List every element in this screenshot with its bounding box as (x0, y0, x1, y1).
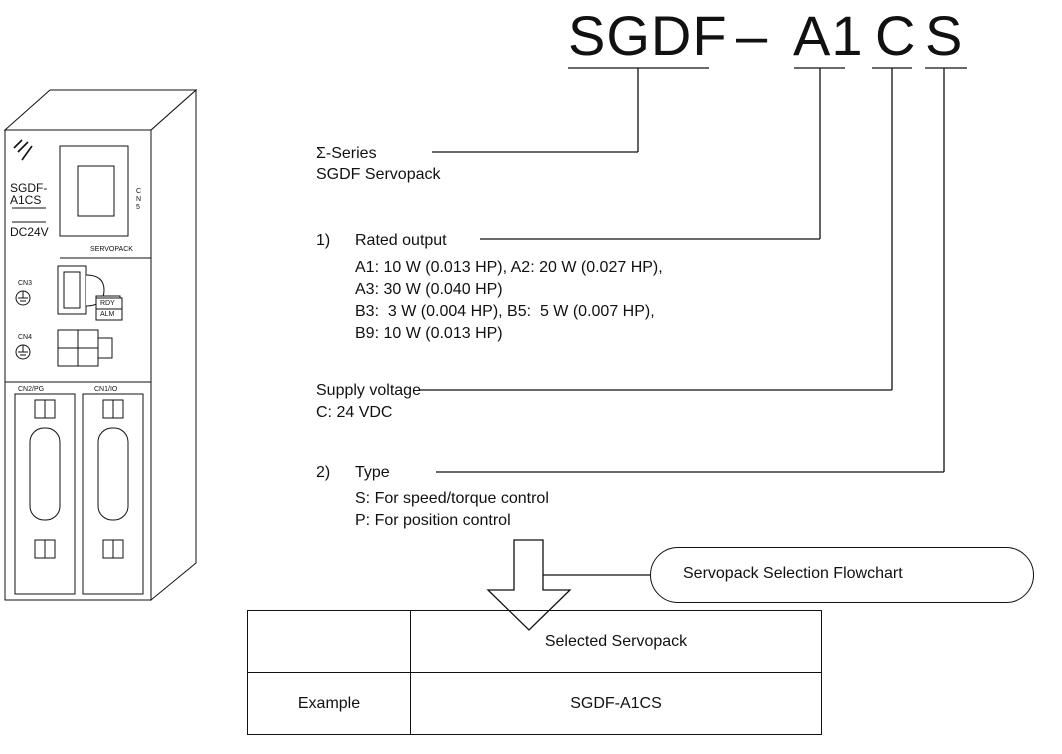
type-number: 2) (316, 464, 331, 481)
rated-output-line-2: A3: 30 W (0.040 HP) (355, 281, 503, 298)
rated-output-line-3: B3: 3 W (0.004 HP), B5: 5 W (0.007 HP), (355, 303, 655, 320)
device-brand-label: SERVOPACK (90, 246, 133, 253)
flowchart-callout: Servopack Selection Flowchart (650, 547, 1034, 603)
supply-voltage-value: C: 24 VDC (316, 404, 393, 421)
model-output-code: A1 (793, 4, 864, 67)
table-row: Selected Servopack (247, 610, 822, 673)
device-cn2-label: CN2/PG (18, 386, 45, 393)
model-prefix: SGDF (568, 4, 728, 67)
table-header-cell: Selected Servopack (410, 610, 822, 673)
device-cn5-label: C N 5 (136, 188, 142, 211)
device-model-line1: SGDF- (10, 181, 48, 195)
type-line-1: S: For speed/torque control (355, 490, 549, 507)
type-heading: Type (355, 464, 390, 481)
device-voltage-label: DC24V (10, 225, 49, 239)
supply-voltage-heading: Supply voltage (316, 382, 421, 399)
model-voltage-code: C (875, 4, 917, 67)
device-model-line2: A1CS (10, 193, 42, 207)
flowchart-callout-label: Servopack Selection Flowchart (683, 565, 903, 582)
device-cn4-label: CN4 (18, 334, 33, 341)
table-row: Example SGDF-A1CS (247, 672, 822, 735)
type-line-2: P: For position control (355, 512, 511, 529)
selection-table: Selected Servopack Example SGDF-A1CS (247, 610, 822, 735)
table-row-value: SGDF-A1CS (410, 672, 822, 735)
device-rdy-label: RDY (100, 300, 115, 307)
device-cn3-label: CN3 (18, 280, 33, 287)
device-cn1-label: CN1/IO (94, 386, 118, 393)
servopack-device-illustration (3, 88, 198, 602)
rated-output-number: 1) (316, 232, 331, 249)
model-type-code: S (925, 4, 964, 67)
device-alm-label: ALM (100, 311, 115, 318)
series-line1: Σ-Series (316, 145, 377, 162)
series-line2: SGDF Servopack (316, 166, 441, 183)
rated-output-heading: Rated output (355, 232, 447, 249)
model-dash: – (736, 4, 769, 67)
rated-output-line-1: A1: 10 W (0.013 HP), A2: 20 W (0.027 HP)… (355, 259, 663, 276)
table-row-label: Example (247, 672, 411, 735)
table-corner-cell (247, 610, 411, 673)
rated-output-line-4: B9: 10 W (0.013 HP) (355, 325, 503, 342)
